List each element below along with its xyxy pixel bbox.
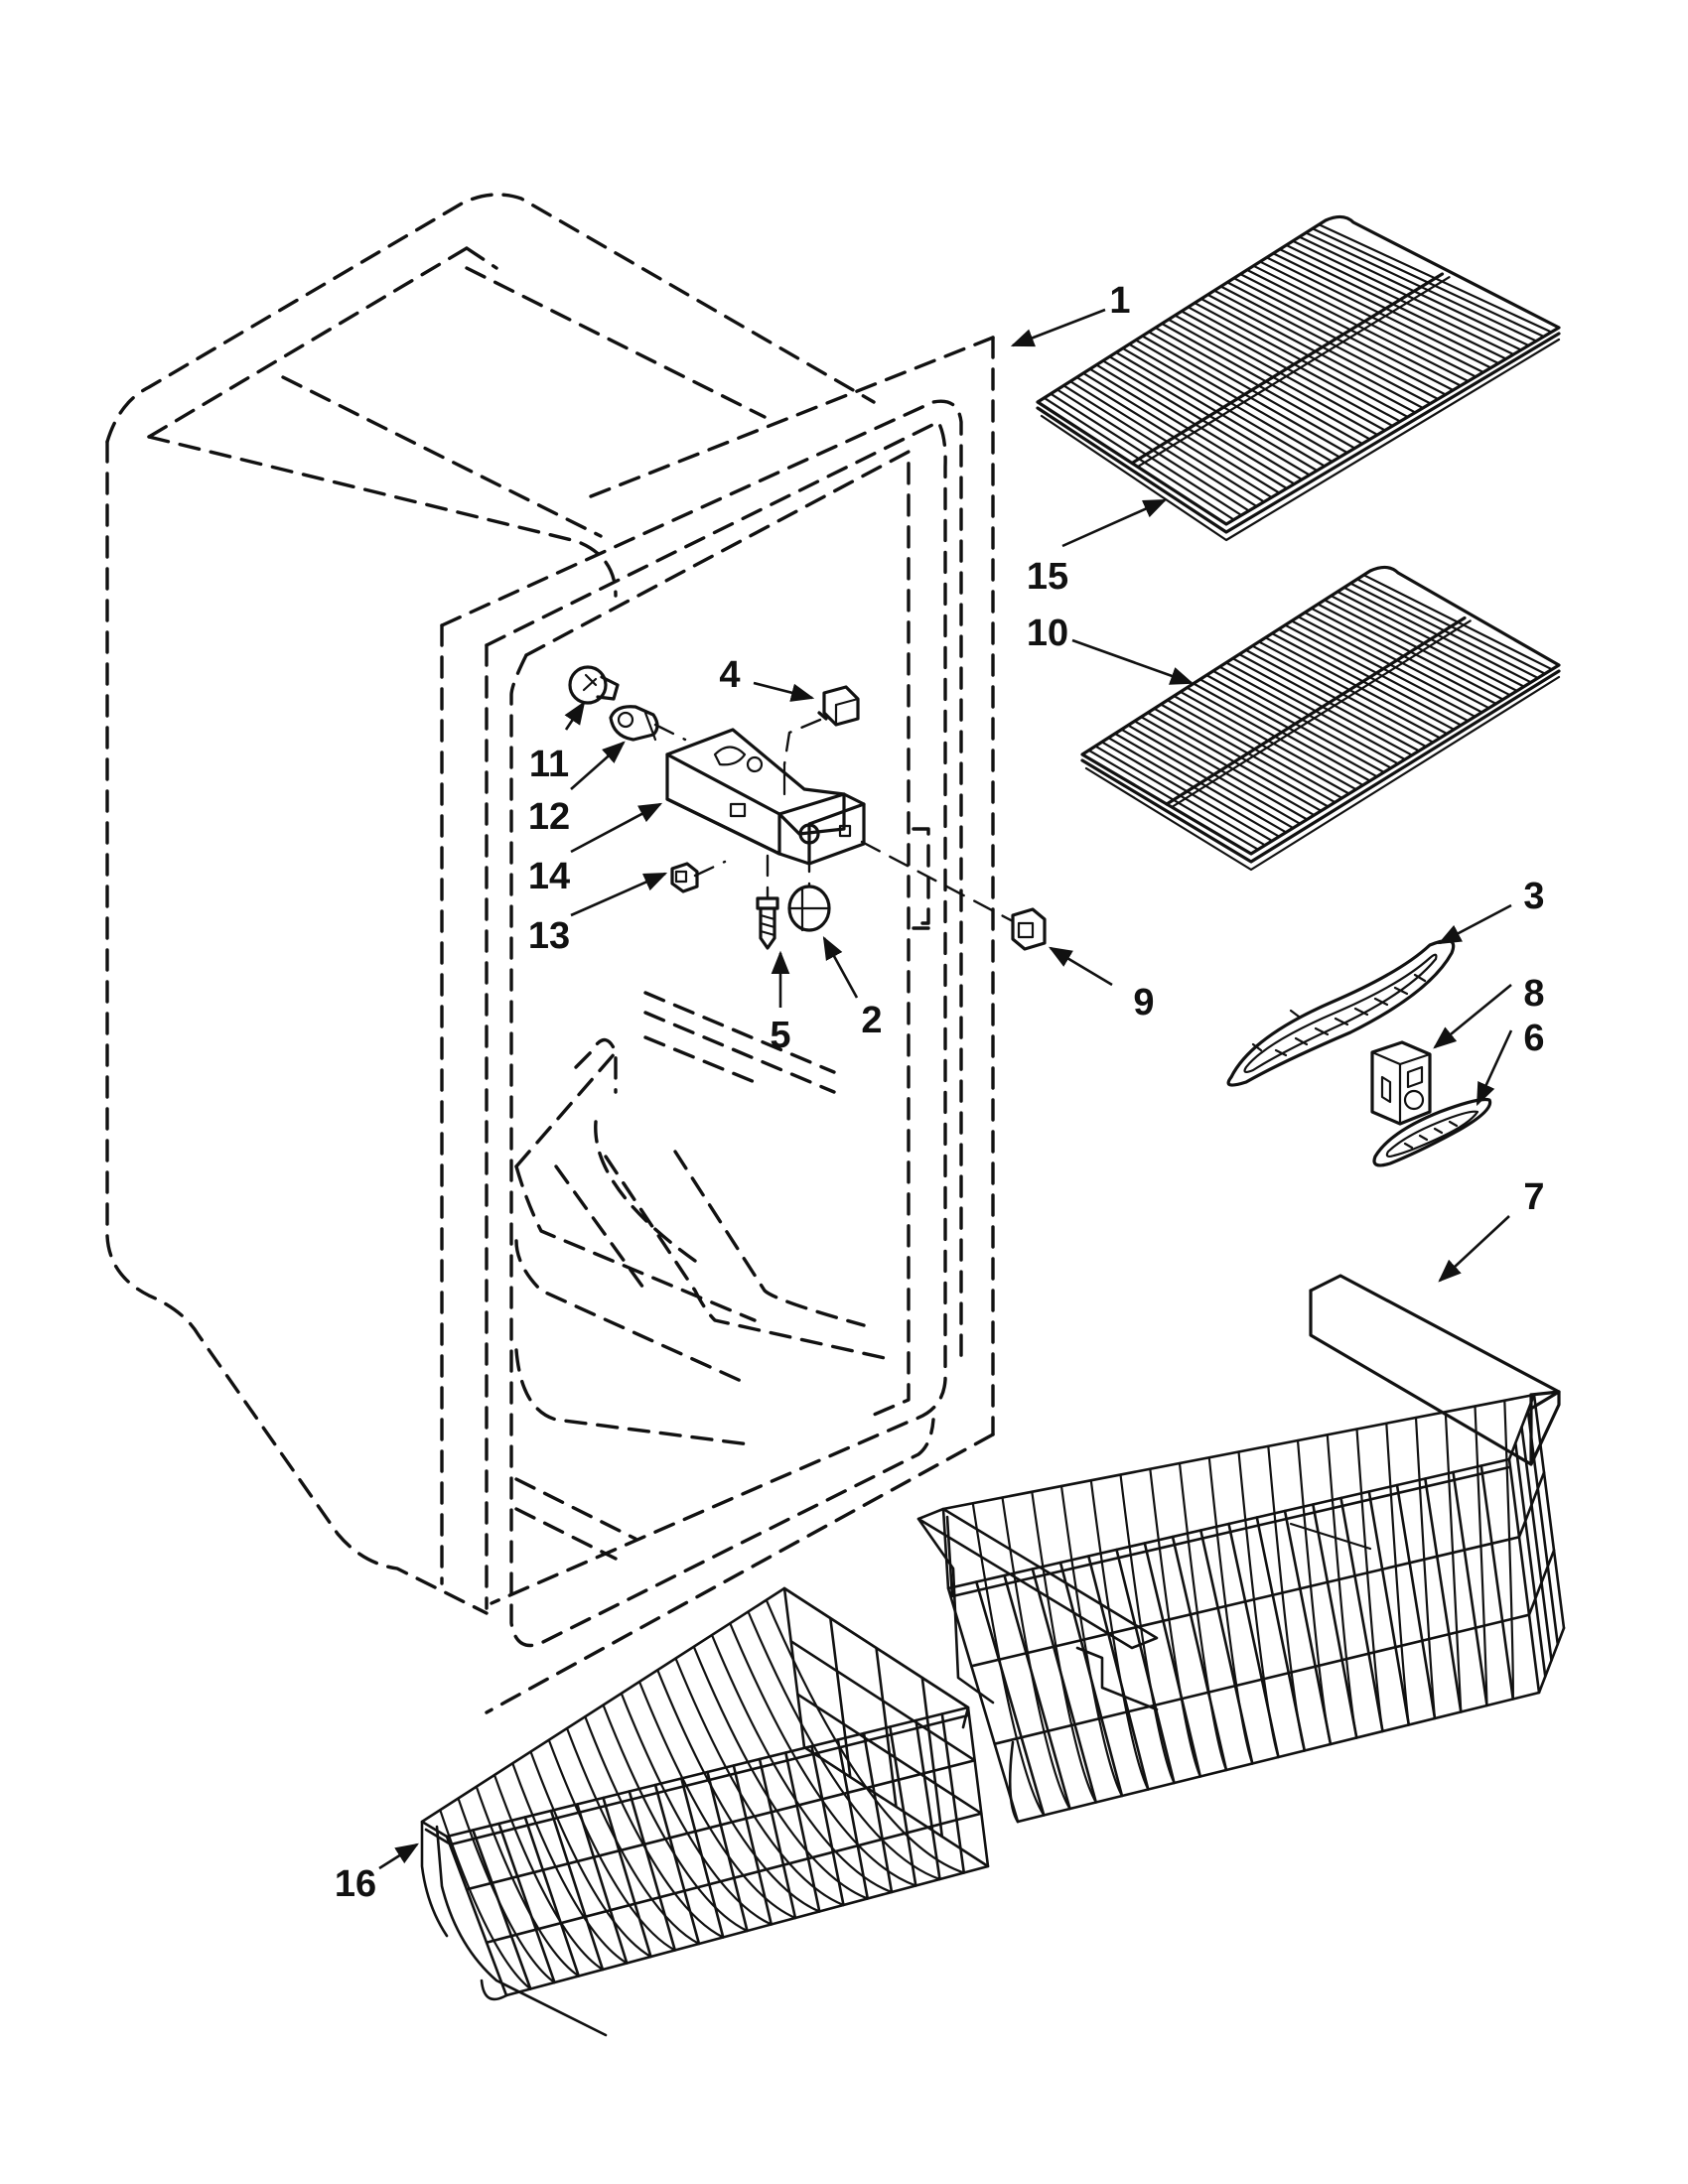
wire-basket-upper (916, 1274, 1566, 1824)
door-switch-right-icon (860, 840, 1047, 951)
screw-icon (756, 854, 779, 950)
callout-16: 16 (335, 1863, 376, 1905)
callout-7: 7 (1523, 1176, 1544, 1218)
knob-icon (787, 850, 831, 932)
wire-shelf-lower (1080, 565, 1561, 872)
light-bulb-icon (568, 665, 620, 705)
callout-12: 12 (528, 796, 570, 838)
wire-basket-lower (420, 1586, 990, 2037)
oval-trim-small (1372, 1097, 1492, 1167)
oval-trim-large (1226, 938, 1456, 1087)
terminal-block-icon (782, 685, 860, 766)
light-bracket-assembly (665, 728, 866, 866)
callout-2: 2 (861, 1000, 882, 1041)
callout-3: 3 (1523, 876, 1544, 917)
callout-10: 10 (1027, 613, 1068, 654)
light-socket-icon (609, 705, 687, 742)
callout-15: 15 (1027, 556, 1068, 598)
callout-1: 1 (1109, 280, 1130, 322)
control-box-icon (1370, 1040, 1432, 1126)
leader-lines (378, 308, 1513, 1870)
callout-labels: 1 2 3 4 5 6 7 8 9 10 11 12 13 14 15 16 (335, 280, 1545, 1905)
callout-6: 6 (1523, 1018, 1544, 1059)
callout-9: 9 (1133, 982, 1154, 1024)
callout-4: 4 (719, 654, 740, 696)
wire-shelf-upper (1036, 214, 1561, 542)
callout-14: 14 (528, 856, 570, 897)
callout-11: 11 (529, 744, 569, 785)
callout-13: 13 (528, 915, 570, 957)
callout-8: 8 (1523, 973, 1544, 1015)
cabinet-outline (105, 193, 995, 1714)
callout-5: 5 (770, 1015, 790, 1056)
door-switch-left-icon (670, 860, 727, 893)
